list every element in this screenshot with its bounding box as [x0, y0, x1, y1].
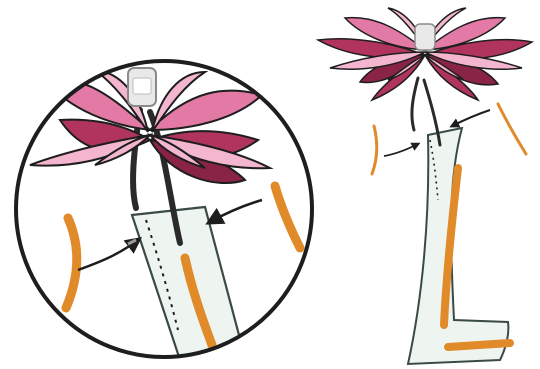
arrow-curved-full: [384, 144, 418, 156]
orange-mark-right-full: [498, 104, 526, 154]
bulb-full: [415, 24, 435, 50]
orange-mark-left-full: [372, 126, 377, 174]
arrow-to-stem-full: [452, 110, 490, 126]
full-view-panel: [318, 8, 532, 364]
orange-guide-horizontal: [448, 343, 510, 347]
zoom-detail-panel: [16, 61, 312, 369]
stem-full-left: [412, 78, 418, 130]
paper-strip-full: [408, 128, 508, 364]
